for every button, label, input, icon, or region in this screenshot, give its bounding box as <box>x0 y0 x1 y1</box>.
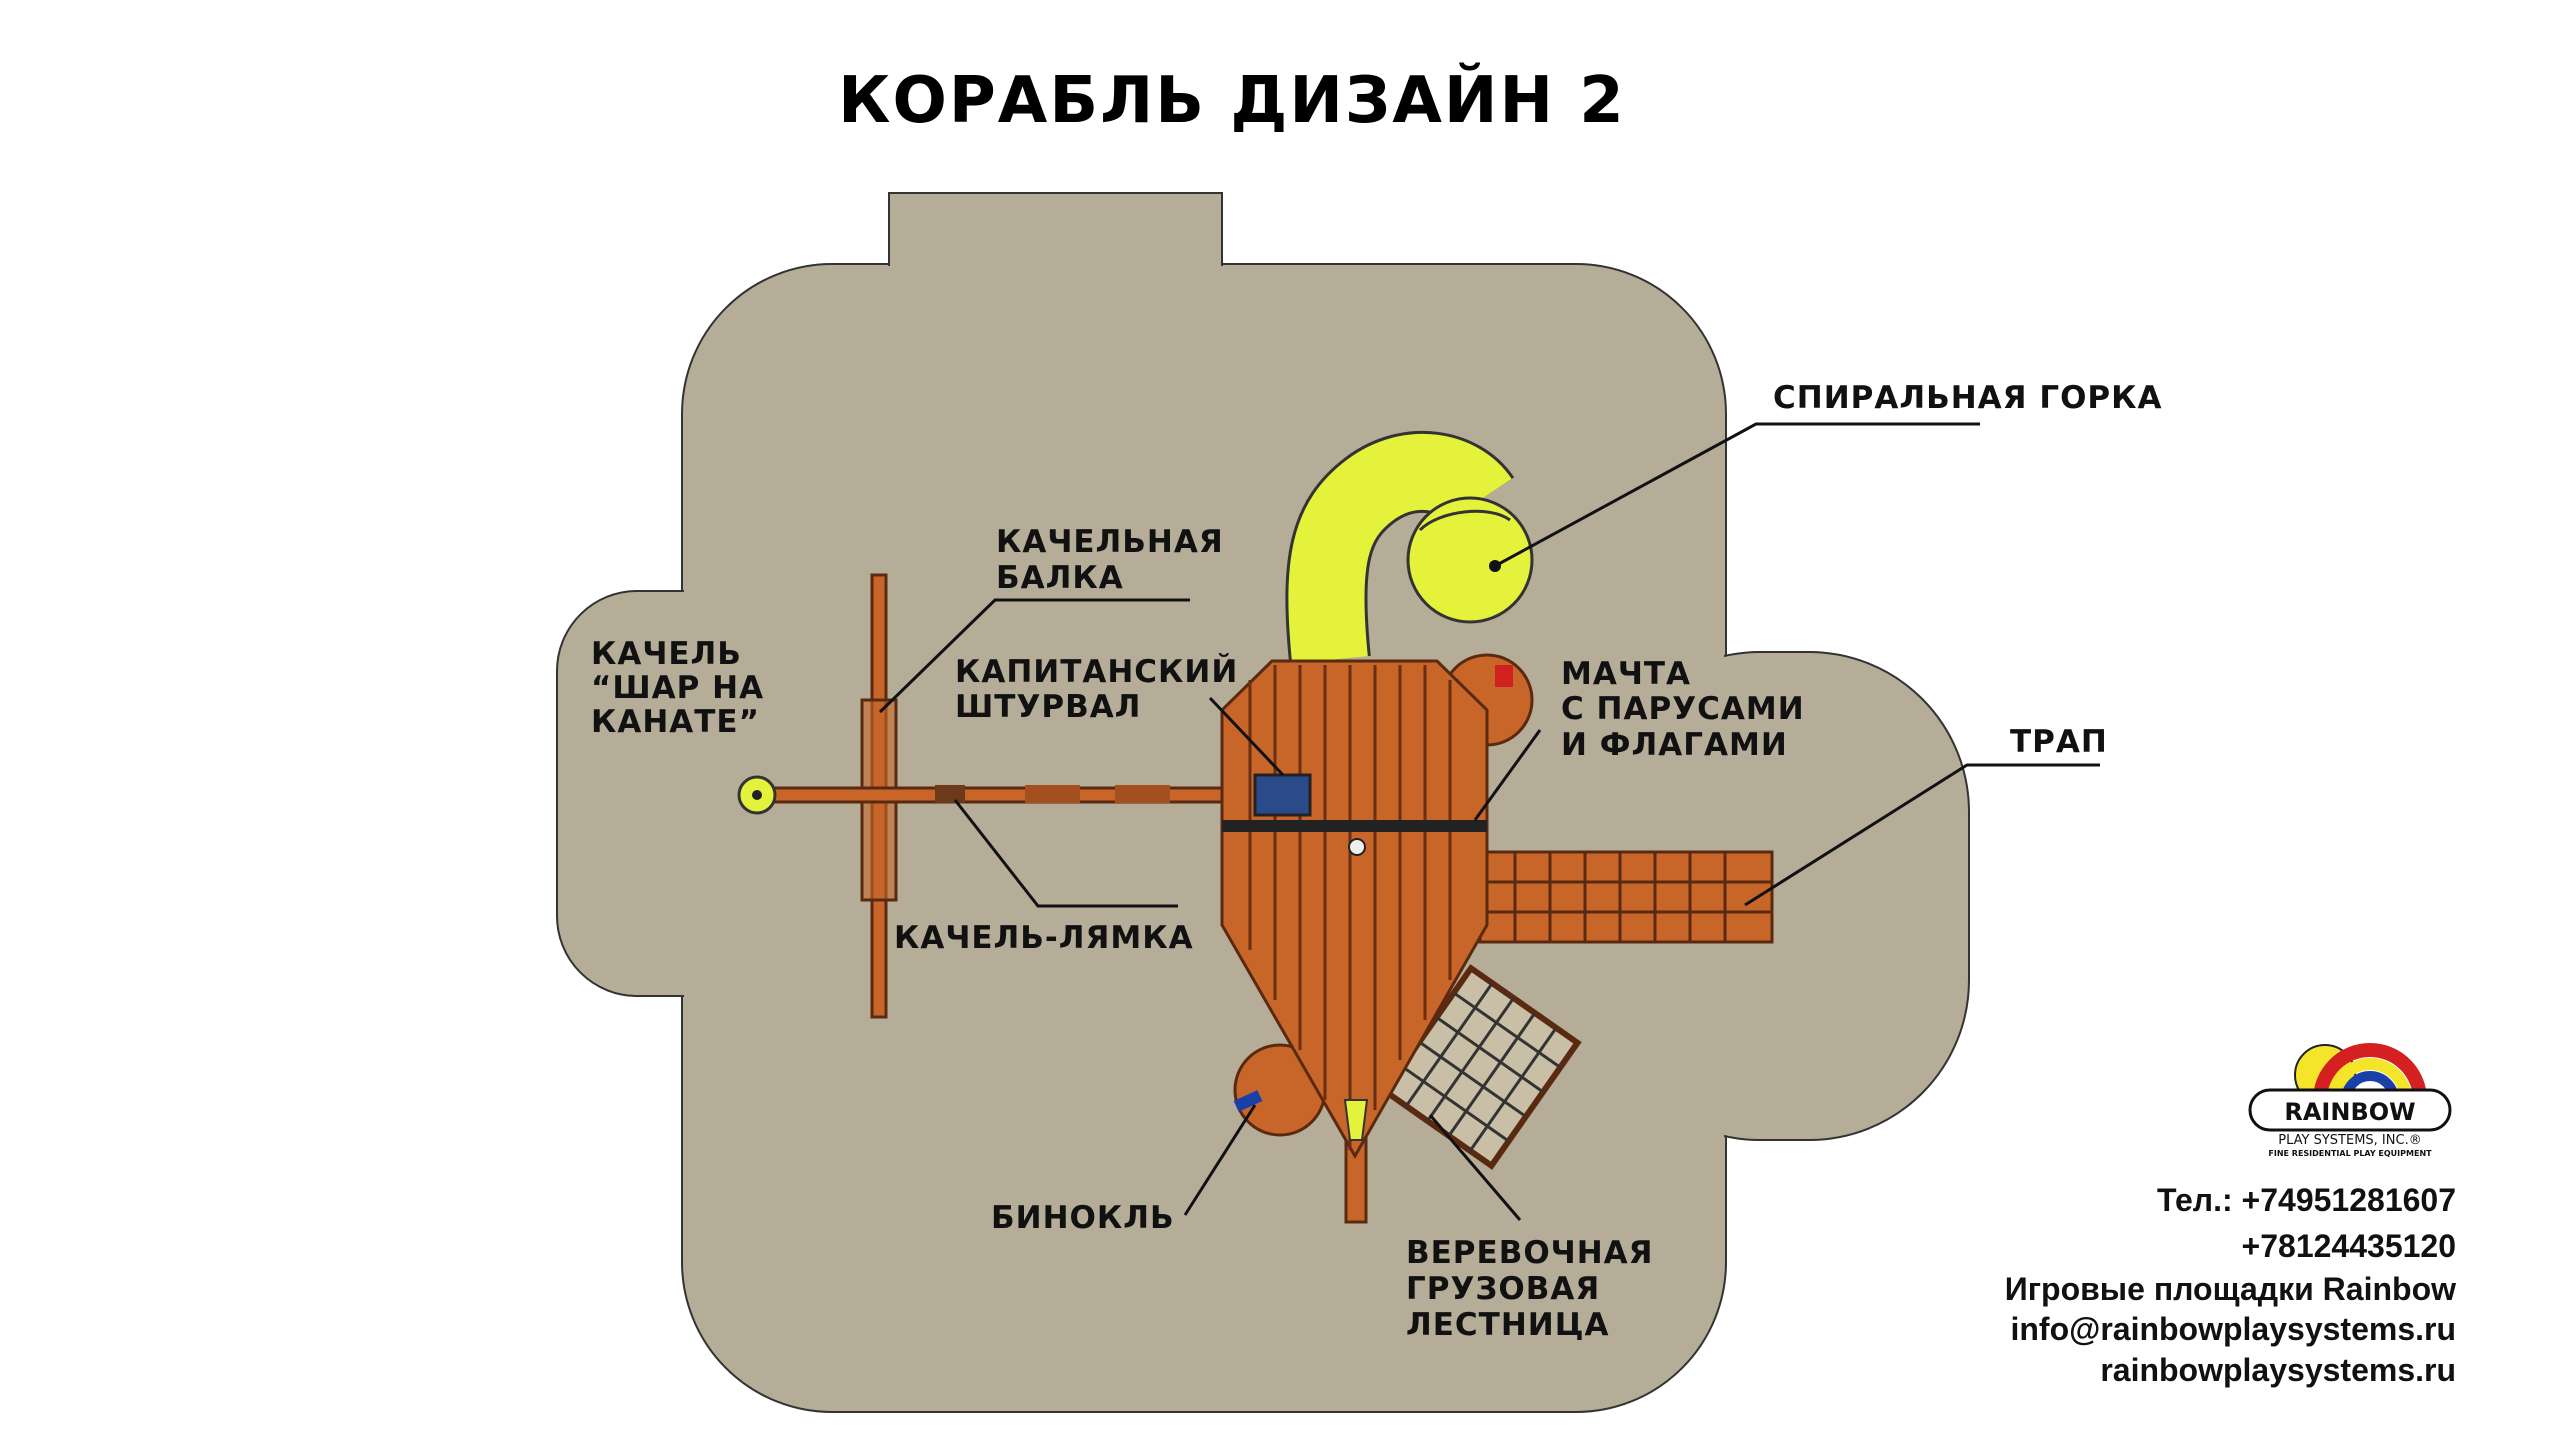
label-gangway: ТРАП <box>2010 724 2108 760</box>
label-mast: МАЧТА С ПАРУСАМИ И ФЛАГАМИ <box>1561 656 1816 763</box>
contacts: Тел.: +74951281607 +78124435120 Игровые … <box>2005 1182 2456 1388</box>
label-ball-swing: КАЧЕЛЬ “ШАР НА КАНАТЕ” <box>591 636 776 740</box>
svg-text:PLAY SYSTEMS, INC.®: PLAY SYSTEMS, INC.® <box>2278 1133 2421 1148</box>
label-rope-ladder: ВЕРЕВОЧНАЯ ГРУЗОВАЯ ЛЕСТНИЦА <box>1406 1235 1665 1343</box>
label-swing-beam: КАЧЕЛЬНАЯ БАЛКА <box>996 524 1236 596</box>
label-binoculars: БИНОКЛЬ <box>991 1200 1175 1236</box>
captain-wheel-icon <box>1253 773 1312 817</box>
phone-2: +78124435120 <box>2242 1228 2456 1264</box>
swing-beam <box>737 573 1232 1019</box>
phone-1: Тел.: +74951281607 <box>2157 1182 2456 1218</box>
ship-hull <box>1220 659 1489 1160</box>
svg-text:FINE RESIDENTIAL PLAY EQUIPMEN: FINE RESIDENTIAL PLAY EQUIPMENT <box>2268 1149 2432 1158</box>
spiral-slide <box>1285 430 1534 665</box>
label-captain-wheel: КАПИТАНСКИЙ ШТУРВАЛ <box>955 654 1250 725</box>
gangway <box>1478 850 1774 944</box>
label-spiral-slide: СПИРАЛЬНАЯ ГОРКА <box>1773 380 2162 416</box>
leader-lines <box>878 422 2100 1221</box>
label-belt-swing: КАЧЕЛЬ-ЛЯМКА <box>894 920 1194 956</box>
page-title: КОРАБЛЬ ДИЗАЙН 2 <box>838 62 1626 138</box>
website-link[interactable]: rainbowplaysystems.ru <box>2100 1352 2456 1388</box>
email-link[interactable]: info@rainbowplaysystems.ru <box>2010 1311 2456 1347</box>
company-name: Игровые площадки Rainbow <box>2005 1271 2456 1307</box>
rainbow-logo: RAINBOW PLAY SYSTEMS, INC.® FINE RESIDEN… <box>2248 1043 2452 1158</box>
binoculars-icon <box>1233 1090 1263 1112</box>
svg-text:RAINBOW: RAINBOW <box>2284 1098 2415 1126</box>
